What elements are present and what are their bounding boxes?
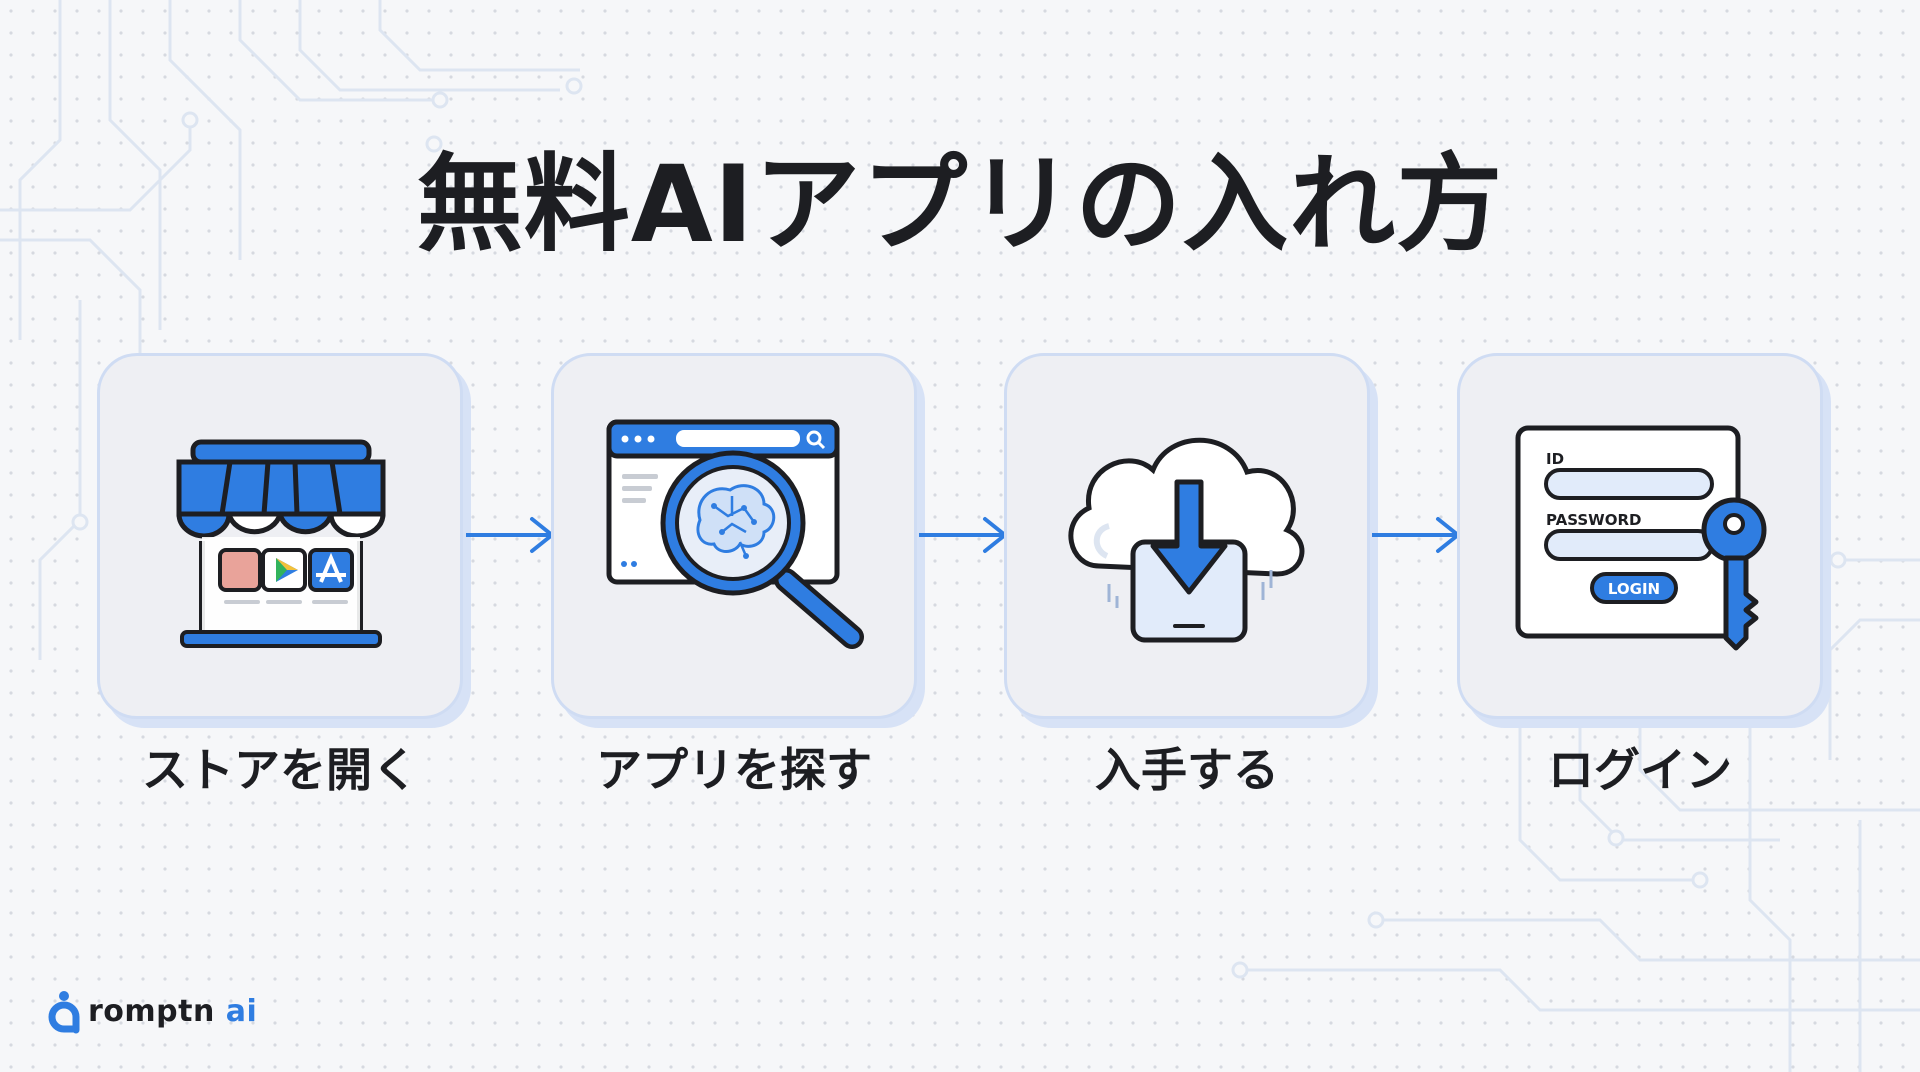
step-card-login: ID PASSWORD LOGIN xyxy=(1457,353,1823,719)
brand-logo xyxy=(48,991,80,1034)
login-key-icon: ID PASSWORD LOGIN xyxy=(1515,425,1767,651)
login-button: LOGIN xyxy=(1608,580,1660,598)
arrow-right-icon xyxy=(1372,517,1460,553)
step-label-download: 入手する xyxy=(1095,743,1279,797)
store-icon xyxy=(176,439,386,648)
brand-name-suffix: ai xyxy=(225,994,258,1029)
login-id-label: ID xyxy=(1546,450,1564,468)
search-app-icon xyxy=(606,419,864,649)
brand-name: romptn ai xyxy=(88,994,257,1029)
arrow-right-icon xyxy=(466,517,554,553)
step-label-search: アプリを探す xyxy=(596,743,872,797)
step-card-download xyxy=(1004,353,1370,719)
cloud-download-icon xyxy=(1068,437,1305,643)
brand-name-main: romptn xyxy=(88,994,215,1029)
step-card-store xyxy=(97,353,463,719)
step-card-search xyxy=(551,353,917,719)
login-password-label: PASSWORD xyxy=(1546,511,1641,529)
page-title: 無料AIアプリの入れ方 xyxy=(416,143,1504,266)
step-label-login: ログイン xyxy=(1548,743,1732,797)
step-label-store: ストアを開く xyxy=(142,743,418,797)
arrow-right-icon xyxy=(919,517,1007,553)
